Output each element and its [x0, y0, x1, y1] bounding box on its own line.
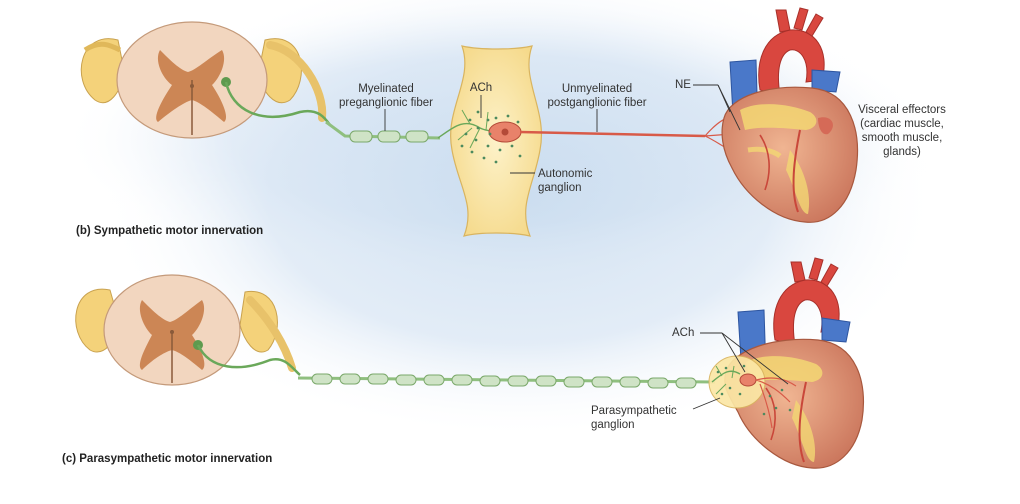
leader-lines: [384, 84, 789, 410]
caption-parasympathetic: (c) Parasympathetic motor innervation: [62, 453, 273, 465]
label-parasympathetic-ganglion: Parasympathetic ganglion: [591, 404, 677, 432]
autonomic-ganglion: [437, 45, 542, 237]
label-myelinated-line1: Myelinated: [358, 83, 414, 95]
parasympathetic-spinal-cord: [75, 274, 301, 386]
sympathetic-heart: [721, 7, 859, 223]
label-parasympathetic-line1: Parasympathetic: [591, 405, 677, 417]
parasympathetic-ganglion: [708, 355, 797, 429]
label-ne: NE: [675, 79, 691, 91]
label-visceral-line1: Visceral effectors: [858, 104, 946, 116]
label-visceral-line2: (cardiac muscle,: [860, 118, 944, 130]
label-visceral-line3: smooth muscle,: [861, 132, 943, 144]
label-parasympathetic-line2: ganglion: [591, 419, 635, 431]
label-autonomic-line1: Autonomic: [538, 168, 593, 180]
label-unmyelinated-line1: Unmyelinated: [561, 83, 633, 95]
label-unmyelinated-line2: postganglionic fiber: [547, 97, 647, 109]
sympathetic-preganglionic-fiber: [325, 120, 441, 143]
label-autonomic-ganglion: Autonomic ganglion: [538, 167, 592, 195]
label-visceral-line4: glands): [883, 146, 921, 158]
label-autonomic-line2: ganglion: [538, 182, 582, 194]
label-ach-parasympathetic: ACh: [672, 327, 695, 339]
label-myelinated-preganglionic-fiber: Myelinated preganglionic fiber: [326, 82, 446, 110]
caption-sympathetic: (b) Sympathetic motor innervation: [76, 225, 264, 237]
parasympathetic-preganglionic-fiber: [297, 373, 716, 389]
label-visceral-effectors: Visceral effectors (cardiac muscle, smoo…: [846, 103, 958, 159]
sympathetic-spinal-cord: [80, 21, 332, 139]
label-myelinated-line2: preganglionic fiber: [339, 97, 433, 109]
label-ach-sympathetic: ACh: [469, 82, 493, 94]
label-unmyelinated-postganglionic-fiber: Unmyelinated postganglionic fiber: [537, 82, 657, 110]
